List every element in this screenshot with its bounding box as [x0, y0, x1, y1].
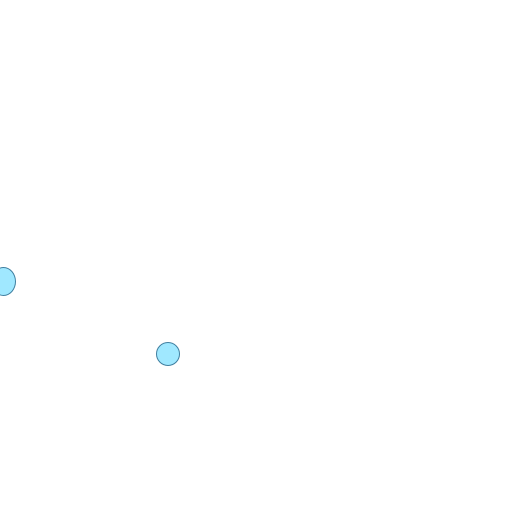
circle-target[interactable]: [0, 267, 16, 296]
circle-target[interactable]: [156, 342, 180, 366]
